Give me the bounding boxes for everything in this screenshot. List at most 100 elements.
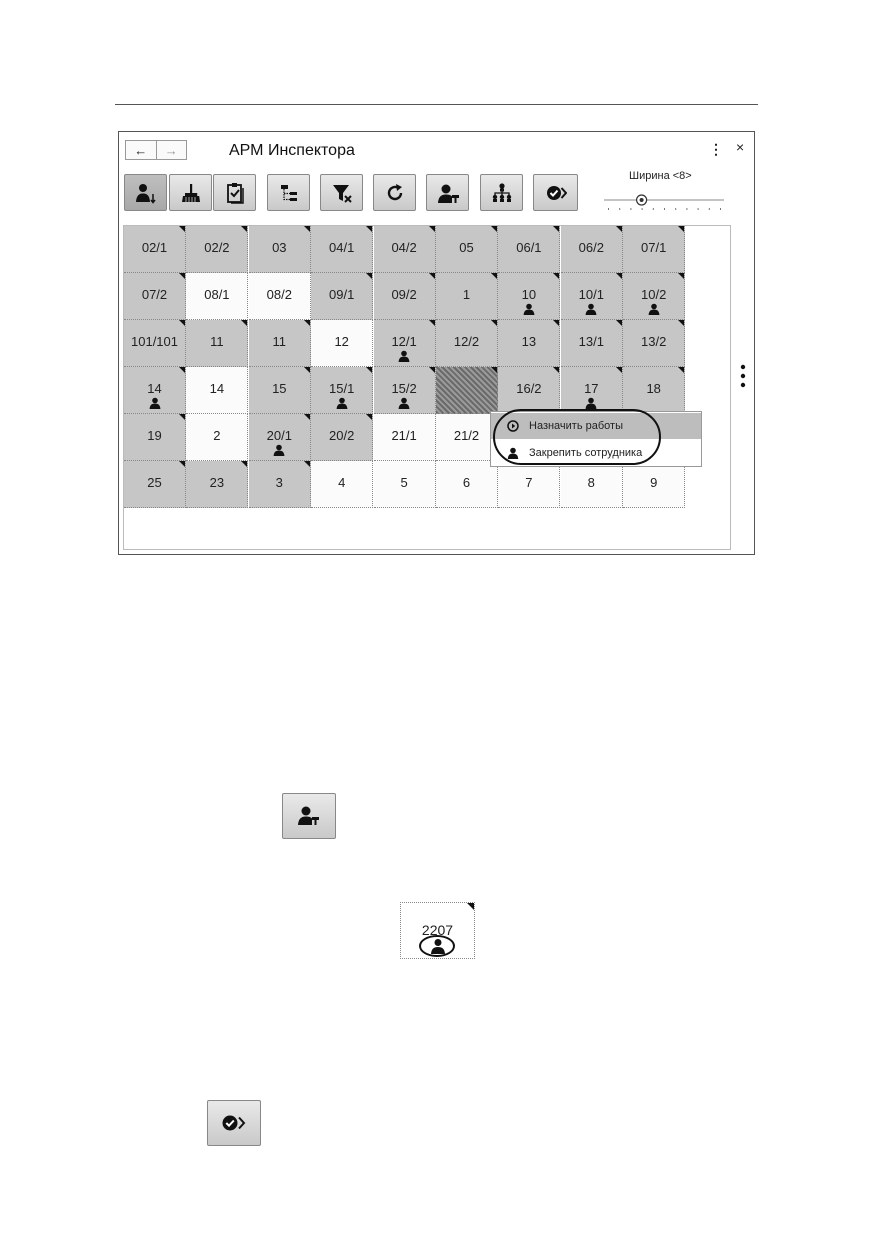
corner-marker	[179, 367, 185, 373]
room-cell[interactable]: 08/2	[248, 273, 311, 320]
menu-item-assign-work[interactable]: Назначить работы	[491, 413, 701, 439]
assign-employee-button[interactable]	[124, 174, 167, 211]
room-cell[interactable]: 02/1	[124, 226, 186, 273]
side-more-icon[interactable]	[740, 364, 746, 393]
forward-button[interactable]: →	[164, 142, 178, 158]
room-cell[interactable]: 101/101	[124, 320, 186, 367]
room-cell[interactable]: 11	[186, 320, 249, 367]
room-cell[interactable]: 21/1	[373, 414, 436, 461]
complete-button-sample[interactable]	[207, 1100, 261, 1146]
nav-buttons: ← →	[125, 140, 187, 160]
room-cell[interactable]: 17	[560, 367, 623, 414]
tree-view-button[interactable]	[267, 174, 310, 211]
room-cell[interactable]: 13	[498, 320, 561, 367]
room-label: 21/2	[453, 428, 480, 443]
back-button[interactable]: ←	[126, 141, 157, 159]
room-cell[interactable]: 12	[311, 320, 374, 367]
room-cell[interactable]: 09/2	[373, 273, 436, 320]
refresh-button[interactable]	[373, 174, 416, 211]
room-cell-sample[interactable]: 2207	[400, 902, 475, 959]
room-cell[interactable]: 05	[436, 226, 498, 273]
room-label: 13/1	[578, 334, 604, 349]
room-label: 23	[209, 475, 225, 490]
room-cell[interactable]: 15	[248, 367, 311, 414]
checklist-button[interactable]	[213, 174, 256, 211]
room-cell[interactable]: 2	[186, 414, 249, 461]
room-cell[interactable]: 12/1	[373, 320, 436, 367]
room-cell[interactable]: 20/2	[311, 414, 374, 461]
room-cell[interactable]: 10/1	[560, 273, 623, 320]
room-cell[interactable]: 09/1	[311, 273, 374, 320]
room-cell[interactable]: 8	[560, 461, 623, 508]
person-pin-icon	[437, 184, 459, 203]
hierarchy-button[interactable]	[480, 174, 523, 211]
room-cell[interactable]: 10	[498, 273, 561, 320]
slider-tick	[641, 208, 643, 210]
room-cell[interactable]: 06/2	[560, 226, 623, 273]
room-label: 08/2	[266, 287, 292, 302]
close-icon[interactable]: ×	[736, 139, 745, 155]
more-menu-icon[interactable]: ⋮	[709, 141, 723, 157]
room-cell[interactable]: 06/1	[498, 226, 561, 273]
room-cell[interactable]: 03	[248, 226, 311, 273]
hierarchy-icon	[492, 182, 511, 202]
room-label: 21/1	[391, 428, 417, 443]
room-cell[interactable]: 1	[436, 273, 498, 320]
room-cell[interactable]: 19	[124, 414, 186, 461]
slider-tick	[708, 208, 710, 210]
room-cell[interactable]: 6	[436, 461, 498, 508]
width-slider[interactable]	[604, 192, 724, 212]
room-cell[interactable]: 10/2	[623, 273, 686, 320]
room-cell[interactable]: 02/2	[186, 226, 249, 273]
room-cell[interactable]: 25	[124, 461, 186, 508]
room-cell[interactable]: 04/2	[373, 226, 436, 273]
corner-marker	[303, 226, 310, 232]
cleaning-button[interactable]	[169, 174, 212, 211]
corner-marker	[678, 367, 685, 373]
person-icon	[398, 397, 410, 409]
room-cell[interactable]: 13/1	[560, 320, 623, 367]
corner-marker	[179, 461, 185, 467]
room-cell[interactable]: 5	[373, 461, 436, 508]
room-cell[interactable]	[436, 367, 498, 414]
room-cell[interactable]: 9	[623, 461, 686, 508]
room-cell[interactable]: 4	[311, 461, 374, 508]
room-cell[interactable]: 15/1	[311, 367, 374, 414]
pin-employee-button[interactable]	[426, 174, 469, 211]
room-cell[interactable]: 13/2	[623, 320, 686, 367]
room-cell[interactable]: 18	[623, 367, 686, 414]
corner-marker	[615, 226, 622, 232]
room-cell[interactable]: 3	[248, 461, 311, 508]
room-cell[interactable]: 16/2	[498, 367, 561, 414]
room-label: 2	[213, 428, 221, 443]
room-label: 10	[521, 287, 537, 302]
person-sort-icon	[135, 183, 156, 204]
room-cell[interactable]: 14	[124, 367, 186, 414]
room-label: 10/2	[641, 287, 667, 302]
room-cell[interactable]: 07/1	[623, 226, 686, 273]
check-next-icon	[222, 1115, 246, 1131]
pin-employee-button-sample[interactable]	[282, 793, 336, 839]
corner-marker	[428, 320, 435, 326]
room-cell[interactable]: 21/2	[436, 414, 498, 461]
room-cell[interactable]: 15/2	[373, 367, 436, 414]
corner-marker	[553, 226, 560, 232]
room-cell[interactable]: 23	[186, 461, 249, 508]
room-cell[interactable]: 14	[186, 367, 249, 414]
room-cell[interactable]: 12/2	[436, 320, 498, 367]
person-icon	[585, 303, 597, 315]
clear-filter-button[interactable]	[320, 174, 363, 211]
room-cell[interactable]: 04/1	[311, 226, 374, 273]
room-label: 20/2	[329, 428, 355, 443]
broom-icon	[181, 183, 200, 202]
room-label: 12/2	[453, 334, 480, 349]
room-cell[interactable]: 20/1	[248, 414, 311, 461]
room-label: 06/1	[516, 240, 542, 255]
corner-marker	[491, 273, 497, 279]
room-cell[interactable]: 11	[248, 320, 311, 367]
room-cell[interactable]: 08/1	[186, 273, 249, 320]
room-cell[interactable]: 7	[498, 461, 561, 508]
room-cell[interactable]: 07/2	[124, 273, 186, 320]
corner-marker	[615, 367, 622, 373]
complete-button[interactable]	[533, 174, 578, 211]
